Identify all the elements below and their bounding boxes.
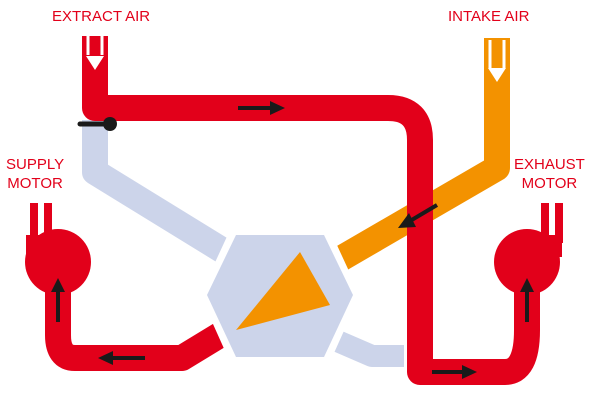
exchanger-outlet-duct <box>330 329 404 367</box>
flow-arrow-exhaust-up <box>520 278 534 322</box>
extract-air-duct <box>82 36 540 385</box>
extract-air-label: EXTRACT AIR <box>52 8 151 25</box>
extract-inlet-vent <box>86 30 104 70</box>
supply-air-duct <box>45 285 235 371</box>
intake-inlet-vent <box>488 40 506 82</box>
supply-motor-fan <box>25 203 91 295</box>
heat-exchanger <box>200 230 360 362</box>
exhaust-motor-fan <box>494 203 563 295</box>
flow-arrow-supply-up <box>51 278 65 322</box>
intake-air-label: INTAKE AIR <box>448 8 530 25</box>
flow-arrow-intake <box>398 203 439 228</box>
exchanger-triangle <box>236 252 330 330</box>
flow-arrow-right-top <box>238 101 285 115</box>
bypass-duct <box>82 120 245 272</box>
flow-arrow-supply-left <box>98 351 145 365</box>
bypass-damper <box>77 117 117 131</box>
flow-arrow-exhaust-right <box>432 365 477 379</box>
exhaust-motor-label: EXHAUST MOTOR <box>514 156 585 192</box>
supply-motor-label: SUPPLY MOTOR <box>6 156 65 192</box>
